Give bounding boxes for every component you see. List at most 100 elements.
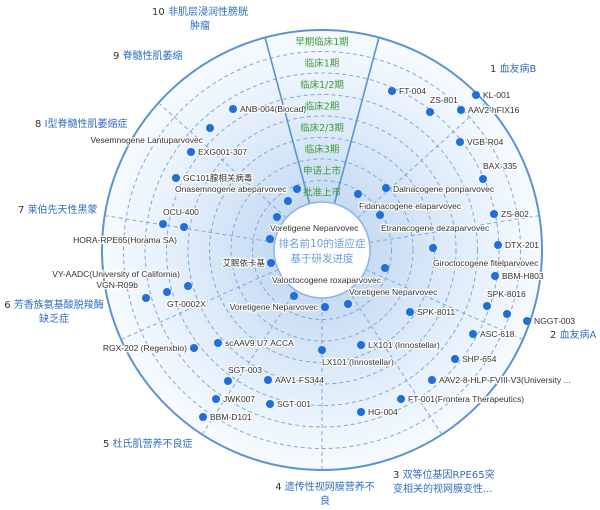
- drug-point[interactable]: LX101 (Innostellar): [318, 346, 395, 368]
- drug-point[interactable]: GC101腺相关病毒: [172, 172, 254, 184]
- drug-point[interactable]: BBM-D101: [199, 411, 253, 423]
- drug-dot[interactable]: [490, 210, 498, 218]
- drug-point[interactable]: SHP-654: [451, 353, 498, 365]
- drug-point[interactable]: ASC-618: [469, 328, 516, 340]
- drug-dot[interactable]: [457, 106, 465, 114]
- drug-point[interactable]: Vesemnogene Lantuparvovec: [89, 124, 214, 146]
- drug-dot[interactable]: [479, 175, 487, 183]
- drug-dot[interactable]: [290, 292, 298, 300]
- drug-point[interactable]: Voretigene Neparvovec: [228, 301, 329, 313]
- drug-dot[interactable]: [483, 302, 491, 310]
- drug-point[interactable]: FT-001(Frontera Therapeutics): [397, 393, 525, 405]
- drug-dot[interactable]: [397, 395, 405, 403]
- drug-dot[interactable]: [426, 108, 434, 116]
- drug-point[interactable]: Onasemnogene abeparvovec: [174, 183, 292, 205]
- drug-dot[interactable]: [190, 344, 198, 352]
- sector-divider: [120, 269, 279, 340]
- drug-point[interactable]: KL-001: [472, 89, 512, 101]
- drug-dot[interactable]: [187, 148, 195, 156]
- center-circle: [273, 201, 371, 299]
- drug-dot[interactable]: [273, 213, 281, 221]
- drug-dot[interactable]: [212, 395, 220, 403]
- drug-dot[interactable]: [224, 377, 232, 385]
- drug-dot[interactable]: [357, 341, 365, 349]
- drug-point[interactable]: FT-004: [388, 85, 427, 97]
- drug-dot[interactable]: [159, 220, 167, 228]
- drug-dot[interactable]: [491, 272, 499, 280]
- drug-point[interactable]: Valoctocogene roxaparvovec: [271, 264, 389, 286]
- drug-dot[interactable]: [206, 124, 214, 132]
- drug-dot[interactable]: [503, 310, 511, 318]
- drug-dot[interactable]: [229, 105, 237, 113]
- drug-dot[interactable]: [451, 355, 459, 363]
- drug-dot[interactable]: [429, 244, 437, 252]
- drug-dot[interactable]: [523, 317, 531, 325]
- drug-dot[interactable]: [357, 408, 365, 416]
- drug-dot[interactable]: [494, 241, 502, 249]
- drug-dot[interactable]: [321, 303, 329, 311]
- disease-num: 1: [490, 64, 497, 75]
- drug-point[interactable]: OCU-400: [159, 206, 200, 228]
- drug-point[interactable]: scAAV9.U7.ACCA: [214, 337, 295, 349]
- drug-point[interactable]: RGX-202 (Regenxbio): [102, 342, 198, 354]
- drug-point[interactable]: LX101 (Innostellar): [357, 339, 441, 351]
- drug-dot[interactable]: [456, 138, 464, 146]
- drug-point[interactable]: SPK-8016: [483, 288, 527, 310]
- drug-dot[interactable]: [266, 400, 274, 408]
- drug-point[interactable]: SGT-003: [224, 364, 264, 385]
- drug-dot[interactable]: [376, 211, 384, 219]
- drug-point[interactable]: SGT-001: [266, 398, 313, 410]
- drug-point[interactable]: AAV2-8-HLP-FVIII-V3(University ...: [428, 374, 572, 386]
- drug-dot[interactable]: [293, 185, 301, 193]
- drug-dot[interactable]: [264, 376, 272, 384]
- drug-point[interactable]: NGGT-003: [523, 315, 577, 327]
- drug-point[interactable]: SPK-8011: [406, 306, 457, 318]
- drug-dot[interactable]: [428, 376, 436, 384]
- drug-dot[interactable]: [388, 87, 396, 95]
- drug-point[interactable]: AAV1-FS344: [264, 374, 326, 386]
- drug-point[interactable]: BAX-335: [479, 160, 519, 183]
- drug-point[interactable]: BBM-H803: [491, 270, 545, 282]
- drug-dot[interactable]: [318, 346, 326, 354]
- drug-label: ZS-802: [501, 209, 529, 219]
- drug-dot[interactable]: [472, 91, 480, 99]
- drug-dot[interactable]: [381, 264, 389, 272]
- drug-dot[interactable]: [284, 197, 292, 205]
- drug-dot[interactable]: [267, 259, 275, 267]
- drug-point[interactable]: Giroctocogene fitelparvovec: [429, 244, 540, 269]
- drug-point[interactable]: HORA-RPE65(Horama SA): [72, 223, 188, 246]
- drug-point[interactable]: ZS-801: [426, 94, 459, 116]
- drug-point[interactable]: GT-0002X: [163, 288, 207, 310]
- drug-point[interactable]: Etranacogene dezaparvovec: [376, 211, 491, 234]
- disease-name: 脊髓性肌萎缩: [122, 51, 183, 62]
- drug-point[interactable]: ZS-802: [490, 208, 530, 220]
- drug-point[interactable]: VGN-R09b: [95, 279, 150, 302]
- drug-dot[interactable]: [266, 235, 274, 243]
- drug-dot[interactable]: [142, 294, 150, 302]
- drug-point[interactable]: JWK007: [212, 393, 257, 405]
- drug-dot[interactable]: [382, 184, 390, 192]
- drug-point[interactable]: VY-AADC(University of California): [51, 268, 192, 290]
- drug-point[interactable]: AAV2-hFIX16: [457, 104, 521, 116]
- drug-point[interactable]: ANB-004(Biocad): [229, 103, 308, 115]
- drug-point[interactable]: Voretigene Neparvovec: [269, 213, 360, 234]
- drug-dot[interactable]: [163, 288, 171, 296]
- drug-point[interactable]: EXG001-307: [187, 146, 249, 158]
- drug-dot[interactable]: [214, 339, 222, 347]
- drug-point[interactable]: DTX-201: [494, 239, 541, 251]
- drug-dot[interactable]: [184, 282, 192, 290]
- drug-dot[interactable]: [344, 300, 352, 308]
- drug-point[interactable]: Dalnacogene ponparvovec: [382, 183, 496, 195]
- drug-point[interactable]: Voretigene Neparvovec: [344, 286, 439, 308]
- drug-point[interactable]: VGB-R04: [456, 136, 505, 148]
- drug-dot[interactable]: [199, 413, 207, 421]
- drug-dot[interactable]: [406, 308, 414, 316]
- phase-label: 批准上市: [303, 186, 342, 198]
- drug-dot[interactable]: [354, 190, 362, 198]
- drug-dot[interactable]: [172, 174, 180, 182]
- drug-dot[interactable]: [180, 223, 188, 231]
- drug-dot[interactable]: [469, 330, 477, 338]
- drug-point[interactable]: HG-004: [357, 406, 399, 418]
- drug-point[interactable]: Fidanacogene elaparvovec: [354, 190, 463, 212]
- drug-point[interactable]: 艾眠依卡基: [221, 257, 275, 269]
